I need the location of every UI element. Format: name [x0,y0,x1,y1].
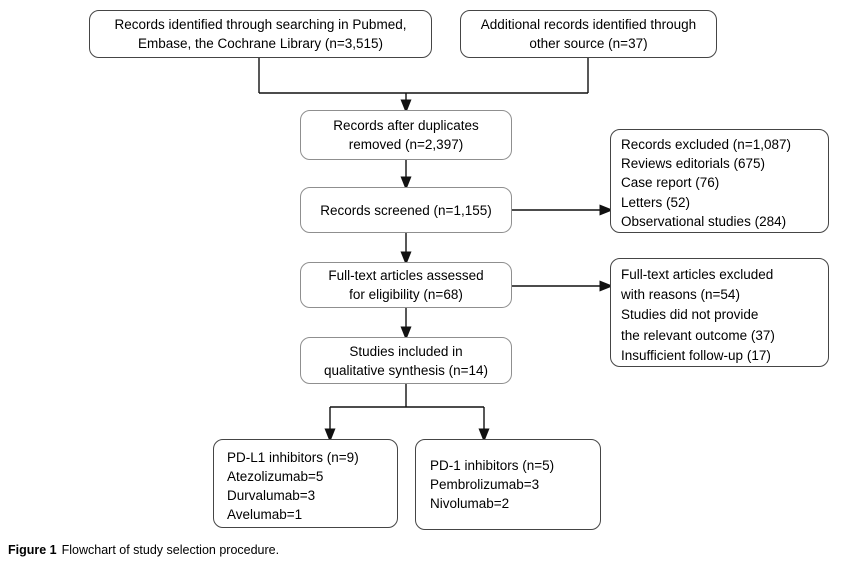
box-text-line: Observational studies (284) [621,213,787,229]
box-fulltext-excluded: Full-text articles excluded with reasons… [610,258,829,367]
box-text-line: PD-L1 inhibitors (n=9) [227,450,359,465]
box-text-line: removed (n=2,397) [348,137,464,152]
box-text-line: Durvalumab=3 [227,488,316,503]
box-text-line: Letters (52) [621,194,691,210]
box-text-line: Avelumab=1 [227,507,303,522]
box-text-line: Nivolumab=2 [430,496,510,511]
box-text-line: Records identified through searching in … [114,17,407,32]
figure-caption-text: Flowchart of study selection procedure. [61,543,280,557]
box-text-line: Case report (76) [621,175,720,191]
box-records-identified: Records identified through searching in … [89,10,432,58]
box-text-line: other source (n=37) [529,36,648,51]
box-records-excluded: Records excluded (n=1,087) Reviews edito… [610,129,829,233]
box-text-line: for eligibility (n=68) [349,287,463,302]
box-duplicates-removed: Records after duplicates removed (n=2,39… [300,110,512,160]
box-text-line: with reasons (n=54) [621,287,740,303]
box-pdl1-inhibitors: PD-L1 inhibitors (n=9) Atezolizumab=5 Du… [213,439,398,528]
box-text-line: the relevant outcome (37) [621,327,775,343]
figure-caption: Figure 1 Flowchart of study selection pro… [8,543,279,557]
box-pd1-inhibitors: PD-1 inhibitors (n=5) Pembrolizumab=3 Ni… [415,439,601,530]
box-text-line: Insufficient follow-up (17) [621,347,771,363]
box-text-line: Atezolizumab=5 [227,469,324,484]
box-fulltext-assessed: Full-text articles assessed for eligibil… [300,262,512,308]
box-text-line: PD-1 inhibitors (n=5) [430,458,555,473]
box-text-line: Embase, the Cochrane Library (n=3,515) [137,36,383,51]
box-text-line: Studies included in [349,343,463,359]
box-text-line: Reviews editorials (675) [621,156,766,172]
figure-caption-label: Figure 1 [8,543,57,557]
box-text-line: Records screened (n=1,155) [320,202,492,218]
box-text-line: Full-text articles excluded [621,267,774,282]
box-text-line: Records excluded (n=1,087) [621,137,791,152]
box-additional-records: Additional records identified through ot… [460,10,717,58]
box-text-line: Studies did not provide [621,307,759,323]
box-studies-included: Studies included in qualitative synthesi… [300,337,512,384]
box-text-line: Full-text articles assessed [328,268,484,283]
box-text-line: Records after duplicates [333,118,479,133]
box-text-line: Pembrolizumab=3 [430,477,540,492]
box-text-line: qualitative synthesis (n=14) [324,362,488,378]
box-records-screened: Records screened (n=1,155) [300,187,512,233]
box-text-line: Additional records identified through [480,17,697,32]
